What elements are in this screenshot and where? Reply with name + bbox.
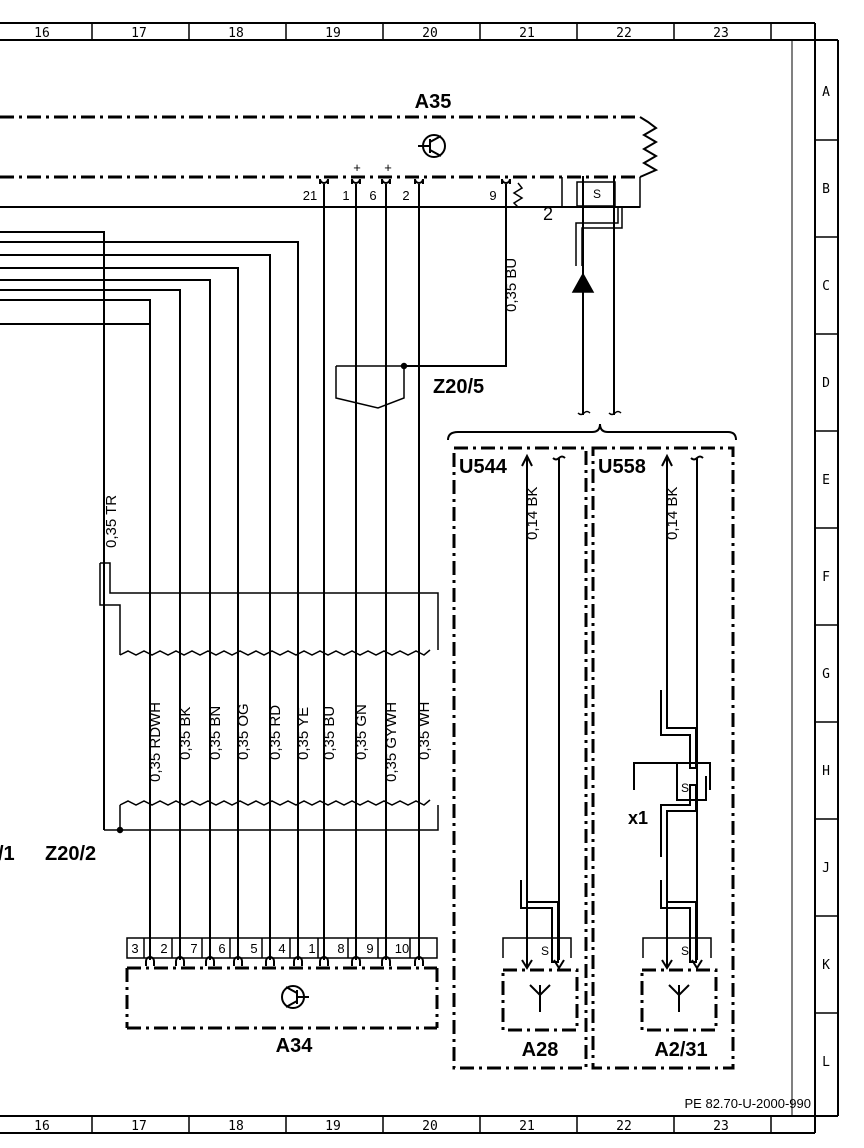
bus-lines	[0, 206, 640, 830]
col-label: 22	[616, 26, 632, 41]
wire-label: 0,35 BU	[321, 706, 338, 760]
a34-label: A34	[276, 1035, 314, 1057]
a34-pin: 1	[308, 941, 315, 956]
a35-pin: 1	[342, 188, 349, 203]
col-label: 16	[34, 26, 50, 41]
a28-label: A28	[522, 1039, 559, 1061]
col-label: 23	[713, 1119, 729, 1134]
shield-s: S	[681, 944, 689, 958]
col-label: 17	[131, 1119, 147, 1134]
row-label: D	[822, 376, 830, 391]
row-label: A	[822, 85, 830, 100]
transistor-icon	[281, 985, 309, 1009]
col-label: 16	[34, 1119, 50, 1134]
shield-s: S	[541, 944, 549, 958]
row-label: F	[822, 570, 830, 585]
a34-pin: 2	[160, 941, 167, 956]
col-label: 17	[131, 26, 147, 41]
col-label: 18	[228, 1119, 244, 1134]
a34-pin: 4	[278, 941, 285, 956]
row-label: G	[822, 667, 830, 682]
col-label: 19	[325, 26, 341, 41]
footer-code: PE 82.70-U-2000-990	[685, 1096, 811, 1111]
a35-label: A35	[415, 91, 452, 113]
a35-pin: 9	[489, 188, 496, 203]
wire-label: 0,35 YE	[295, 707, 312, 760]
a34-wires	[149, 655, 420, 960]
a34-pin: 7	[190, 941, 197, 956]
row-label: H	[822, 764, 830, 779]
col-label: 22	[616, 1119, 632, 1134]
row-label: B	[822, 182, 830, 197]
col-label: 18	[228, 26, 244, 41]
col-label: 19	[325, 1119, 341, 1134]
col-label: 23	[713, 26, 729, 41]
a34-pin: 6	[218, 941, 225, 956]
wire-label: 0,35 GYWH	[383, 702, 400, 782]
a35-shield-label: 2	[543, 204, 553, 224]
u558-label: U558	[598, 456, 646, 478]
row-ticks	[815, 139, 838, 1014]
wire-label: 0,35 BN	[207, 706, 224, 760]
a34-wire-labels: 0,35 RDWH 0,35 BK 0,35 BN 0,35 OG 0,35 R…	[147, 702, 433, 782]
col-label: 21	[519, 1119, 535, 1134]
col-label: 21	[519, 26, 535, 41]
a35-pin: 21	[303, 188, 317, 203]
wire-label-bu: 0,35 BU	[503, 258, 520, 312]
shield-a35	[561, 176, 641, 416]
a35-pin: 2	[402, 188, 409, 203]
col-label: 20	[422, 26, 438, 41]
row-label: K	[822, 958, 830, 973]
a35-pin-sockets	[319, 178, 511, 184]
a34-pin: 9	[366, 941, 373, 956]
column-labels-bottom: 16 17 18 19 20 21 22 23	[34, 1119, 729, 1134]
row-label: J	[822, 861, 830, 876]
z20-2-harness	[99, 562, 439, 834]
wire-label-u544: 0,14 BK	[524, 487, 541, 540]
a35-pin: 6	[369, 188, 376, 203]
antenna-icon	[529, 984, 551, 1012]
shield-s: S	[681, 781, 689, 795]
row-label: E	[822, 473, 830, 488]
z-left-label: /1	[0, 843, 15, 865]
wire-label: 0,35 BK	[177, 707, 194, 760]
wire-label: 0,35 OG	[235, 703, 252, 760]
frame	[0, 22, 839, 1134]
z20-5-label: Z20/5	[433, 376, 484, 398]
shield-s: S	[593, 187, 601, 201]
a35-module: A35 21 1 6 2 9 + + 2	[0, 91, 659, 224]
u558-block: U558 S S x1 0,14 BK A2/31	[591, 446, 735, 1070]
a35-wires	[323, 184, 507, 655]
a2-31-label: A2/31	[654, 1039, 707, 1061]
brace	[447, 423, 737, 441]
a34-pin: 8	[337, 941, 344, 956]
x1-label: x1	[628, 808, 648, 828]
column-labels-top: 16 17 18 19 20 21 22 23	[34, 26, 729, 41]
wire-label-tr: 0,35 TR	[103, 495, 120, 548]
col-label: 20	[422, 1119, 438, 1134]
a34-pin: 10	[395, 941, 409, 956]
wire-label: 0,35 GN	[353, 704, 370, 760]
row-labels: A B C D E F G H J K L	[822, 85, 830, 1070]
column-ticks	[91, 23, 772, 1133]
u544-block: U544 S 0,14 BK A28	[452, 446, 588, 1070]
wire-label: 0,35 RDWH	[147, 702, 164, 782]
u544-label: U544	[459, 456, 508, 478]
transistor-icon	[418, 134, 446, 158]
z20-5-splice	[335, 362, 408, 409]
a35-pin-plus: +	[384, 160, 392, 175]
z20-2-label: Z20/2	[45, 843, 96, 865]
a34-pin: 5	[250, 941, 257, 956]
row-label: L	[822, 1055, 830, 1070]
wire-label: 0,35 WH	[416, 702, 433, 760]
row-label: C	[822, 279, 830, 294]
wire-label-u558: 0,14 BK	[664, 487, 681, 540]
a34-module: 3 2 7 6 5 4 1 8 9 10 A34	[125, 937, 439, 1057]
a35-pin-plus: +	[353, 160, 361, 175]
wire-label: 0,35 RD	[267, 705, 284, 760]
antenna-icon	[668, 984, 690, 1012]
a34-pin: 3	[131, 941, 138, 956]
